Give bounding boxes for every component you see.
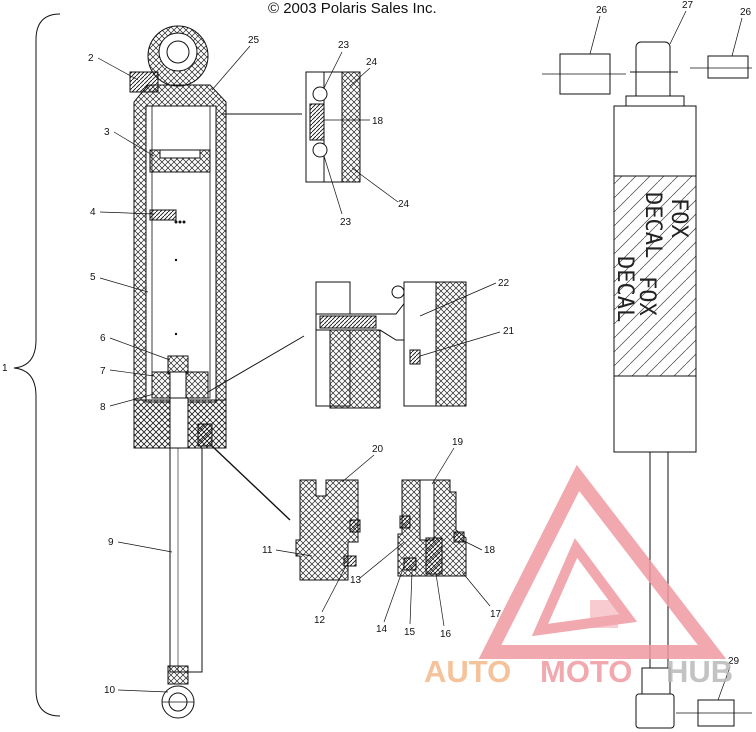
callout-11: 11 [262, 545, 273, 556]
callout-3: 3 [104, 127, 110, 138]
callout-8: 8 [100, 402, 106, 413]
detail-seal-top: 23 24 18 23 24 [305, 40, 410, 228]
callout-12: 12 [314, 615, 326, 626]
callout-25: 25 [248, 35, 260, 46]
callout-26-left: 26 [596, 5, 608, 16]
decal-text-1: FOX [666, 198, 691, 238]
callout-7: 7 [100, 366, 106, 377]
callout-26-right: 26 [740, 7, 752, 18]
callout-1: 1 [2, 363, 8, 374]
callout-23-bottom: 23 [340, 217, 352, 228]
decal-text-2: DECAL [640, 192, 665, 258]
callout-24-bottom: 24 [398, 199, 410, 210]
callout-14: 14 [376, 624, 388, 635]
callout-24-top: 24 [366, 57, 378, 68]
callout-18-bottom: 18 [484, 545, 496, 556]
detail-piston-middle: 22 21 [315, 278, 515, 409]
decal-text-4: DECAL [612, 256, 637, 322]
callout-15: 15 [404, 627, 416, 638]
callout-17: 17 [490, 609, 502, 620]
assembly-bracket [13, 13, 61, 717]
detail-seal-head-right: 19 18 13 14 15 16 17 [350, 437, 502, 640]
callout-20: 20 [372, 444, 384, 455]
callout-5: 5 [90, 272, 96, 283]
callout-10: 10 [104, 685, 116, 696]
callout-23-top: 23 [338, 40, 350, 51]
callout-6: 6 [100, 333, 106, 344]
callout-13: 13 [350, 575, 362, 586]
callout-29: 29 [728, 656, 740, 667]
shock-cutaway [129, 25, 227, 719]
decal-text-3: FOX [634, 276, 659, 316]
callout-2: 2 [88, 53, 94, 64]
callout-27: 27 [682, 0, 694, 11]
callout-16: 16 [440, 629, 452, 640]
detail-seal-head-left: 20 11 12 [262, 444, 384, 626]
callout-18-top: 18 [372, 116, 384, 127]
callout-9: 9 [108, 537, 114, 548]
watermark-auto: AUTO [424, 654, 511, 689]
callout-4: 4 [90, 207, 96, 218]
watermark-hub: HUB [666, 654, 733, 689]
copyright-text: © 2003 Polaris Sales Inc. [268, 0, 437, 17]
callout-19: 19 [452, 437, 464, 448]
watermark-moto: MOTO [540, 654, 632, 689]
shock-exterior: FOX DECAL FOX DECAL 26 27 26 [542, 0, 752, 729]
automotohub-watermark: AUTO MOTO HUB [424, 464, 733, 689]
main-callouts: 2 25 3 4 5 6 7 8 9 10 [88, 35, 260, 696]
callout-21: 21 [503, 326, 515, 337]
callout-22: 22 [498, 278, 510, 289]
